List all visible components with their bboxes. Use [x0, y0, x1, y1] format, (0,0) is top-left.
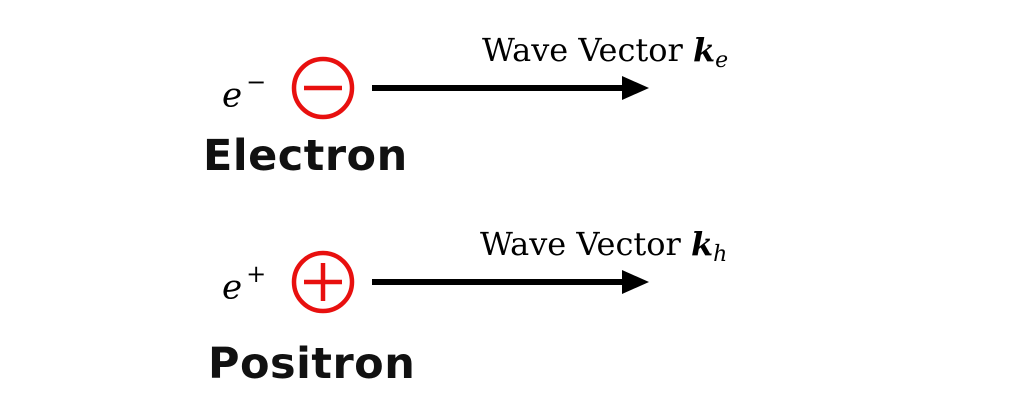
- positron-wave-vector-text: Wave Vector: [480, 225, 681, 263]
- electron-symbol: e−: [222, 70, 266, 116]
- positron-symbol-superscript: +: [246, 260, 267, 288]
- electron-wave-vector-label: Wave Vector ke: [482, 31, 728, 72]
- electron-wave-vector-text: Wave Vector: [482, 31, 683, 69]
- electron-wave-vector-subscript: e: [715, 48, 729, 73]
- positron-symbol-base: e: [222, 267, 243, 308]
- electron-symbol-superscript: −: [246, 68, 267, 96]
- electron-wave-vector-symbol: k: [693, 31, 716, 69]
- electron-charge-circle: [291, 56, 355, 120]
- positron-charge-circle: [291, 250, 355, 314]
- electron-name: Electron: [203, 131, 408, 181]
- positron-wave-vector-arrow: [372, 270, 649, 294]
- positron-arrowhead: [622, 270, 649, 294]
- positron-wave-vector-subscript: h: [713, 242, 728, 267]
- positron-wave-vector-label: Wave Vector kh: [480, 225, 727, 266]
- electron-symbol-base: e: [222, 75, 243, 116]
- electron-arrowhead: [622, 76, 649, 100]
- positron-wave-vector-symbol: k: [691, 225, 714, 263]
- positron-name: Positron: [208, 339, 416, 389]
- electron-charge-icon: [291, 56, 355, 120]
- positron-symbol: e+: [222, 262, 266, 308]
- electron-wave-vector-arrow: [372, 76, 649, 100]
- positron-charge-icon: [291, 250, 355, 314]
